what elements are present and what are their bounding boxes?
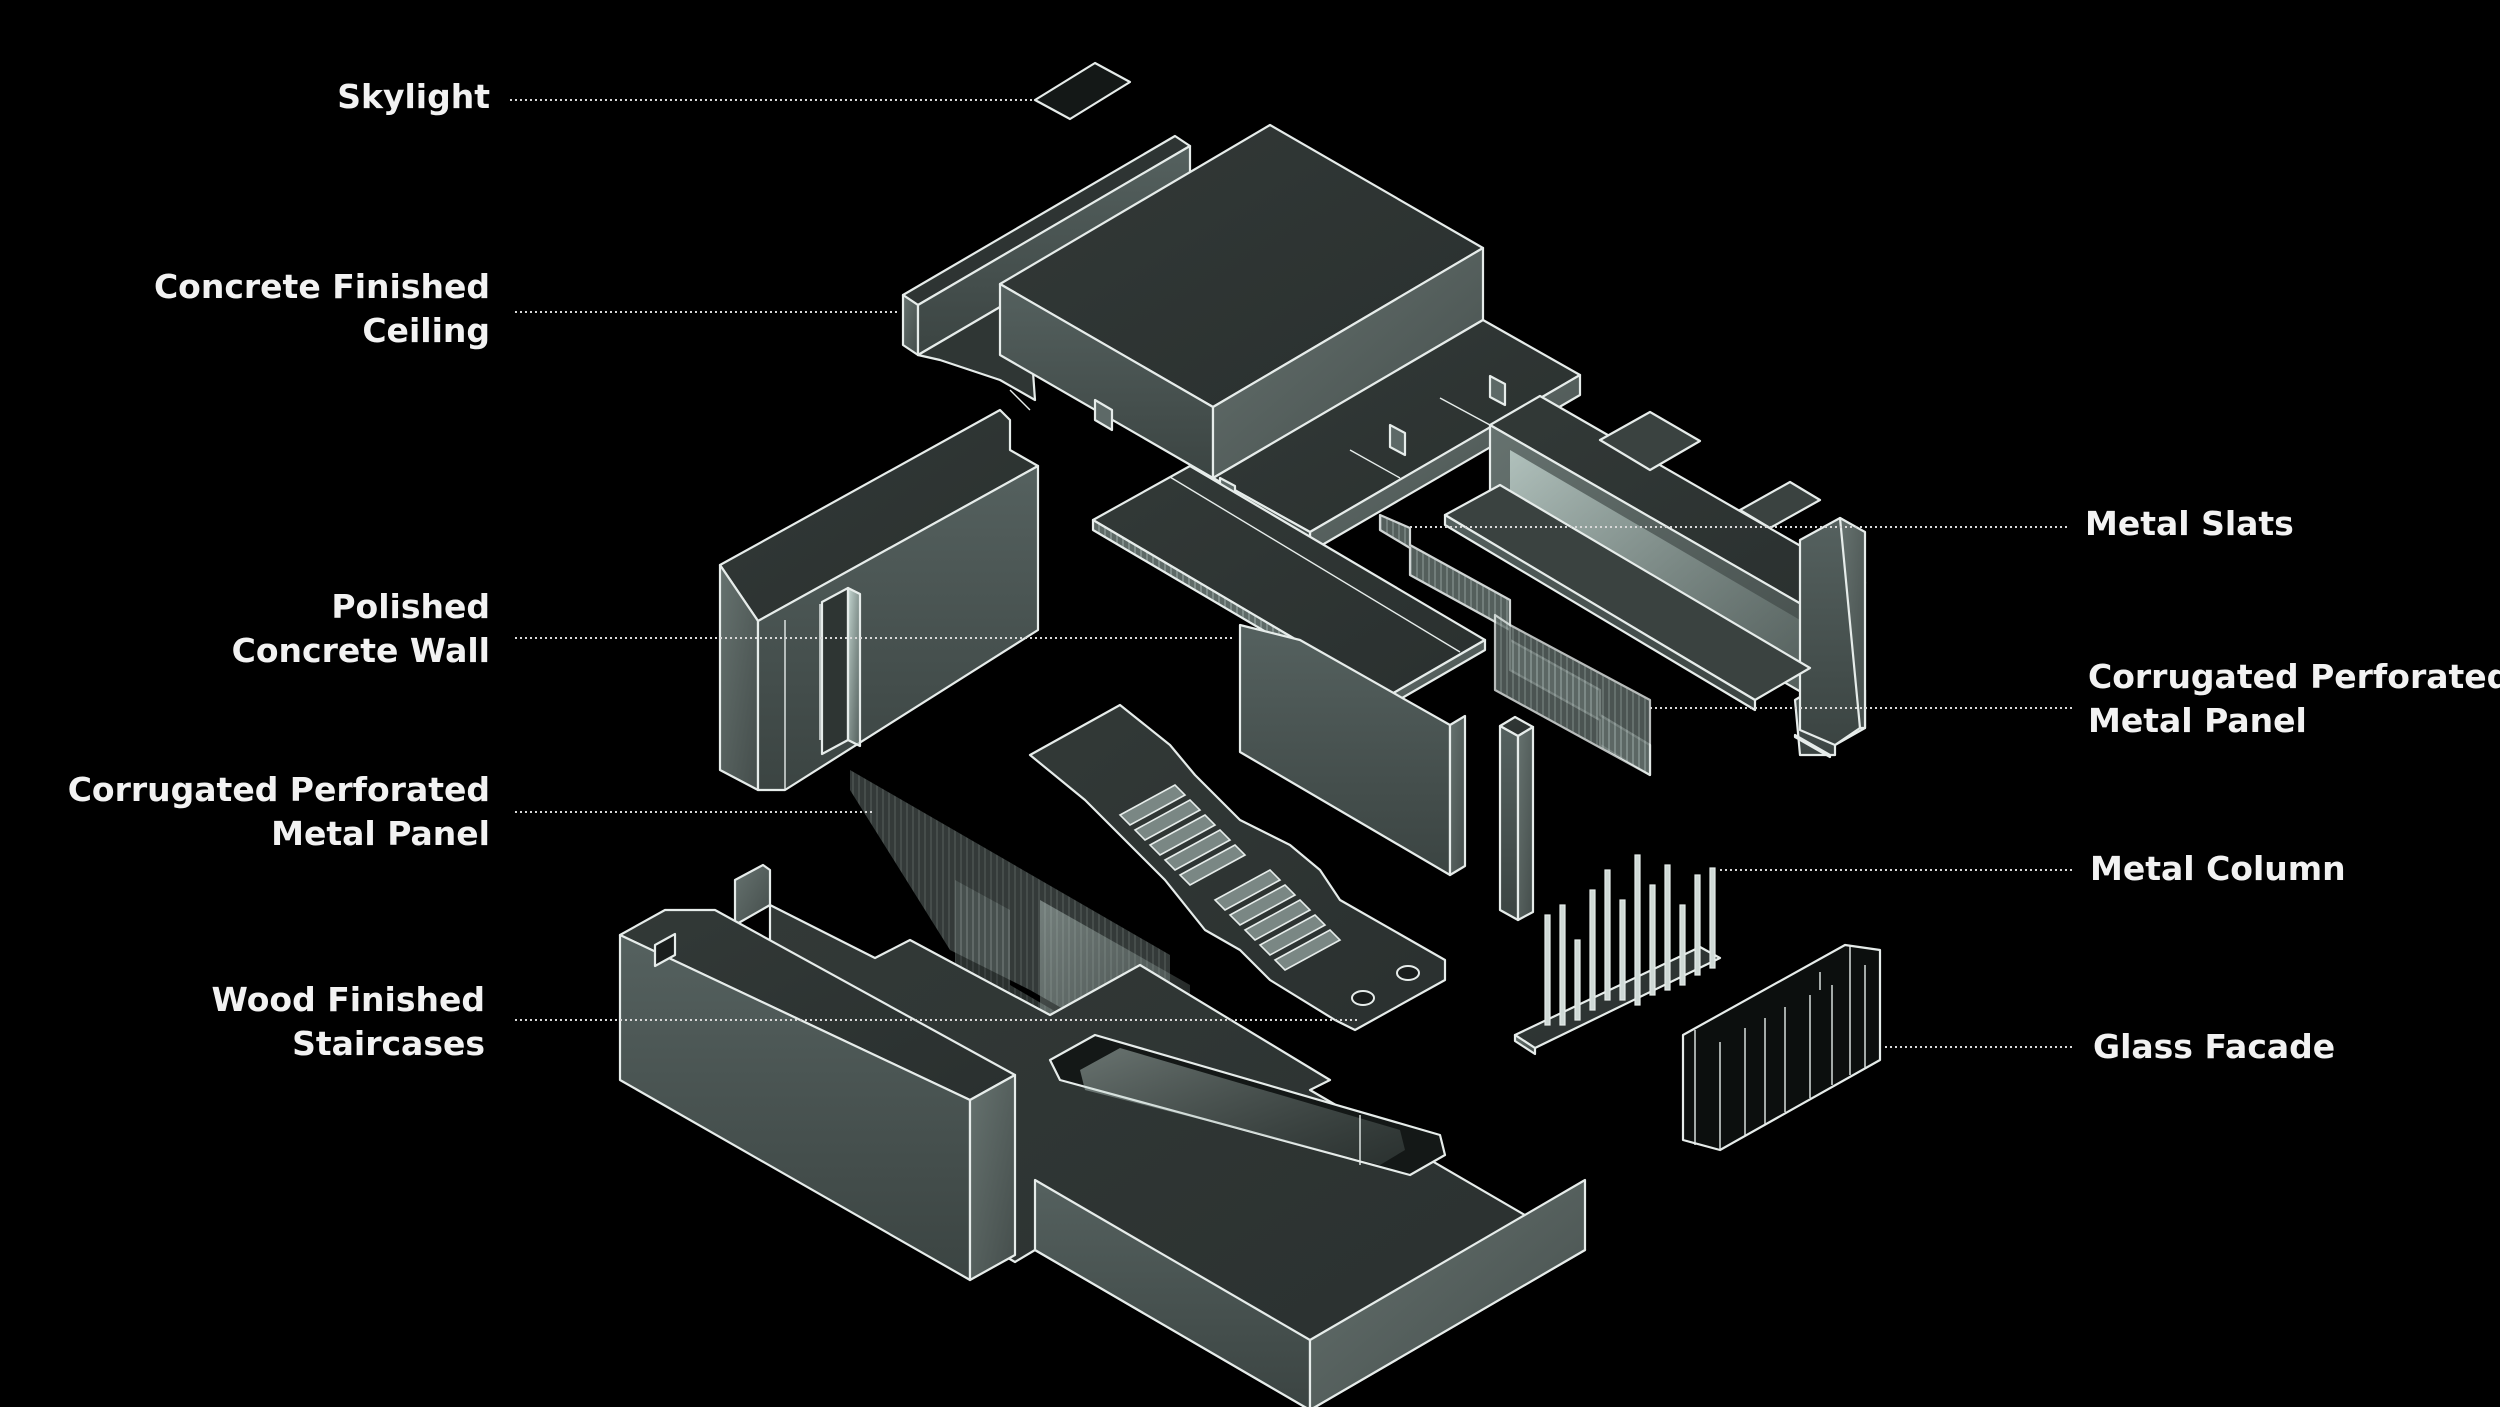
label-skylight-text: Skylight: [337, 77, 490, 116]
label-stair-line2: Staircases: [292, 1024, 485, 1063]
skylight-element: [1033, 61, 1132, 121]
glass-facade-element: [1681, 943, 1882, 1152]
label-polished-line1: Polished: [331, 587, 490, 626]
label-metal-slats: Metal Slats: [2085, 502, 2294, 546]
label-perforated-panel-right: Corrugated Perforated Metal Panel: [2088, 655, 2500, 743]
label-metal-column-text: Metal Column: [2090, 849, 2346, 888]
metal-columns-cluster: [1513, 854, 1722, 1056]
metal-column-element: [1498, 715, 1535, 922]
base-block: [618, 863, 1587, 1407]
label-panel-right-line2: Metal Panel: [2088, 701, 2307, 740]
label-perforated-panel-left: Corrugated Perforated Metal Panel: [60, 768, 490, 856]
label-ceiling-line1: Concrete Finished: [153, 267, 490, 306]
leader-lines: [510, 99, 2075, 1048]
label-panel-left-line2: Metal Panel: [271, 814, 490, 853]
label-polished-line2: Concrete Wall: [231, 631, 490, 670]
label-wood-staircases: Wood Finished Staircases: [90, 978, 485, 1066]
label-skylight: Skylight: [260, 75, 490, 119]
label-panel-left-line1: Corrugated Perforated: [67, 770, 490, 809]
label-glass-facade: Glass Facade: [2093, 1025, 2335, 1069]
label-metal-slats-text: Metal Slats: [2085, 504, 2294, 543]
label-concrete-ceiling: Concrete Finished Ceiling: [90, 265, 490, 353]
label-glass-facade-text: Glass Facade: [2093, 1027, 2336, 1066]
label-ceiling-line2: Ceiling: [362, 311, 490, 350]
polished-concrete-wall-center: [1091, 464, 1487, 877]
perforated-panel-right: [1378, 513, 1652, 777]
label-panel-right-line1: Corrugated Perforated: [2088, 657, 2500, 696]
column-rods: [1544, 854, 1716, 1026]
polished-concrete-wall-left: [718, 408, 1040, 792]
label-stair-line1: Wood Finished: [211, 980, 485, 1019]
label-polished-concrete-wall: Polished Concrete Wall: [90, 585, 490, 673]
concrete-ceiling-element: [901, 123, 1582, 554]
stair-steps: [1118, 784, 1342, 971]
right-wall-block: [1443, 394, 1867, 759]
label-metal-column: Metal Column: [2090, 847, 2346, 891]
wood-finished-staircase: [1028, 703, 1447, 1032]
